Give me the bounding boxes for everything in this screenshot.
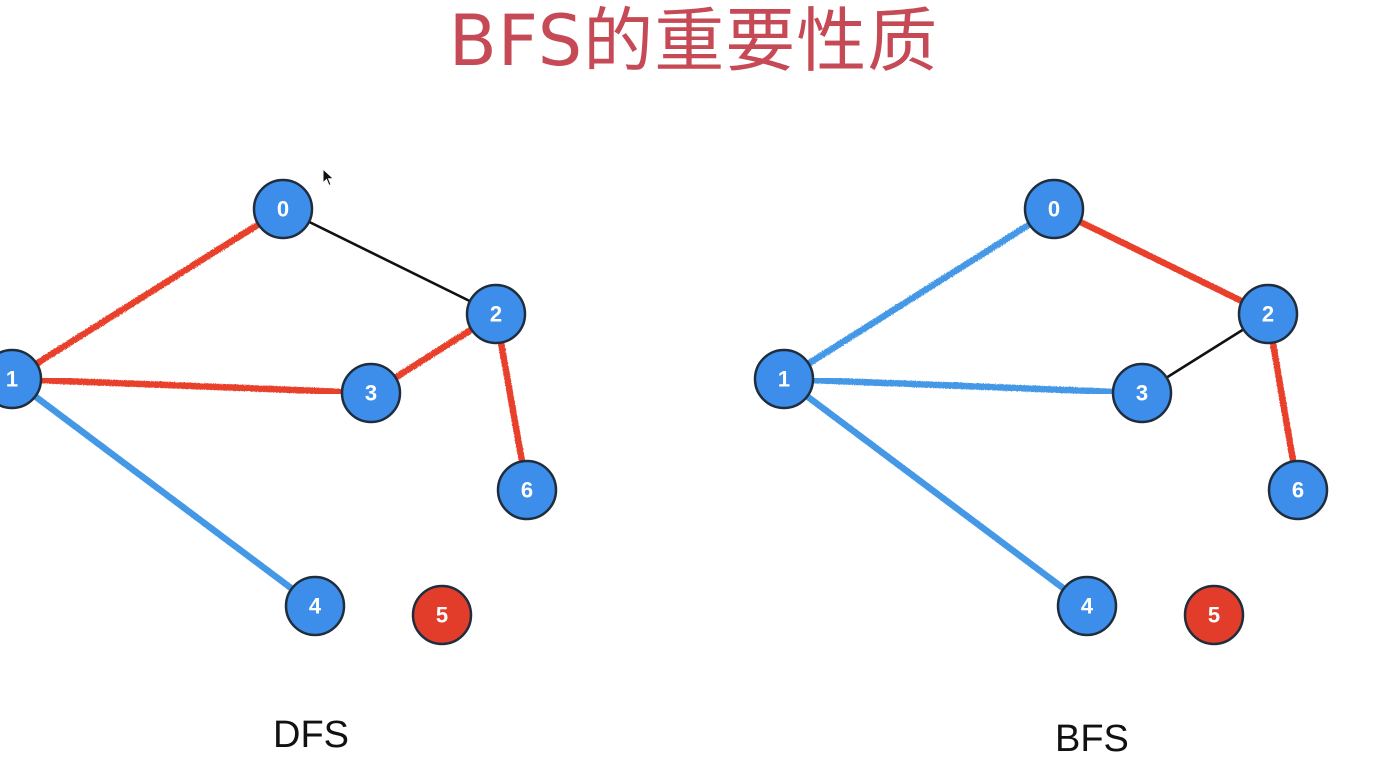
dfs-node-circle-2 xyxy=(465,283,527,345)
dfs-graph: 0 1 2 3 4 5 6 xyxy=(0,178,558,646)
bfs-graph: 0 1 2 3 4 5 6 xyxy=(753,178,1329,646)
dfs-node-circle-4 xyxy=(284,575,346,637)
dfs-node-0: 0 xyxy=(252,178,314,240)
dfs-node-label-1: 1 xyxy=(6,367,18,392)
bfs-node-5: 5 xyxy=(1183,584,1245,646)
bfs-nodes: 0 1 2 3 4 5 6 xyxy=(753,178,1329,646)
bfs-edge-1-3 xyxy=(780,375,1146,397)
dfs-edges xyxy=(8,205,531,610)
dfs-node-3: 3 xyxy=(340,362,402,424)
dfs-node-label-3: 3 xyxy=(365,381,377,406)
dfs-node-6: 6 xyxy=(496,459,558,521)
dfs-node-2: 2 xyxy=(465,283,527,345)
dfs-edge-1-4 xyxy=(8,375,319,610)
dfs-edge-0-2 xyxy=(281,207,498,316)
bfs-node-circle-1 xyxy=(753,348,815,410)
dfs-node-circle-0 xyxy=(252,178,314,240)
bfs-node-4: 4 xyxy=(1056,575,1118,637)
slide-title: BFS的重要性质 xyxy=(448,0,939,82)
dfs-node-1: 1 xyxy=(0,348,43,410)
bfs-edge-1-4 xyxy=(780,375,1091,610)
mouse-pointer-icon xyxy=(322,168,335,187)
dfs-node-label-5: 5 xyxy=(436,603,448,628)
bfs-node-label-1: 1 xyxy=(778,367,790,392)
dfs-node-label-4: 4 xyxy=(309,594,322,619)
bfs-edge-0-1 xyxy=(780,205,1058,383)
bfs-node-label-3: 3 xyxy=(1136,381,1148,406)
bfs-node-2: 2 xyxy=(1237,283,1299,345)
dfs-edge-1-3 xyxy=(8,375,375,397)
bfs-node-circle-4 xyxy=(1056,575,1118,637)
bfs-node-3: 3 xyxy=(1111,362,1173,424)
bfs-node-label-5: 5 xyxy=(1208,603,1220,628)
bfs-node-1: 1 xyxy=(753,348,815,410)
dfs-node-5: 5 xyxy=(411,584,473,646)
bfs-node-label-6: 6 xyxy=(1292,478,1304,503)
dfs-nodes: 0 1 2 3 4 5 6 xyxy=(0,178,558,646)
dfs-node-circle-3 xyxy=(340,362,402,424)
dfs-node-label-2: 2 xyxy=(490,302,502,327)
bfs-edge-0-2 xyxy=(1050,205,1272,318)
bfs-node-label-4: 4 xyxy=(1081,594,1094,619)
bfs-node-6: 6 xyxy=(1267,459,1329,521)
dfs-node-label-6: 6 xyxy=(521,478,533,503)
dfs-node-circle-1 xyxy=(0,348,43,410)
dfs-edge-0-1 xyxy=(8,205,287,383)
dfs-node-label-0: 0 xyxy=(277,197,289,222)
dfs-caption: DFS xyxy=(273,714,349,756)
bfs-node-circle-3 xyxy=(1111,362,1173,424)
bfs-node-circle-2 xyxy=(1237,283,1299,345)
dfs-node-4: 4 xyxy=(284,575,346,637)
bfs-node-circle-5 xyxy=(1183,584,1245,646)
bfs-node-label-0: 0 xyxy=(1048,197,1060,222)
bfs-node-circle-6 xyxy=(1267,459,1329,521)
bfs-node-0: 0 xyxy=(1023,178,1085,240)
dfs-node-circle-5 xyxy=(411,584,473,646)
bfs-edges xyxy=(780,205,1302,610)
dfs-node-circle-6 xyxy=(496,459,558,521)
bfs-node-circle-0 xyxy=(1023,178,1085,240)
bfs-node-label-2: 2 xyxy=(1262,302,1274,327)
bfs-caption: BFS xyxy=(1055,718,1129,760)
